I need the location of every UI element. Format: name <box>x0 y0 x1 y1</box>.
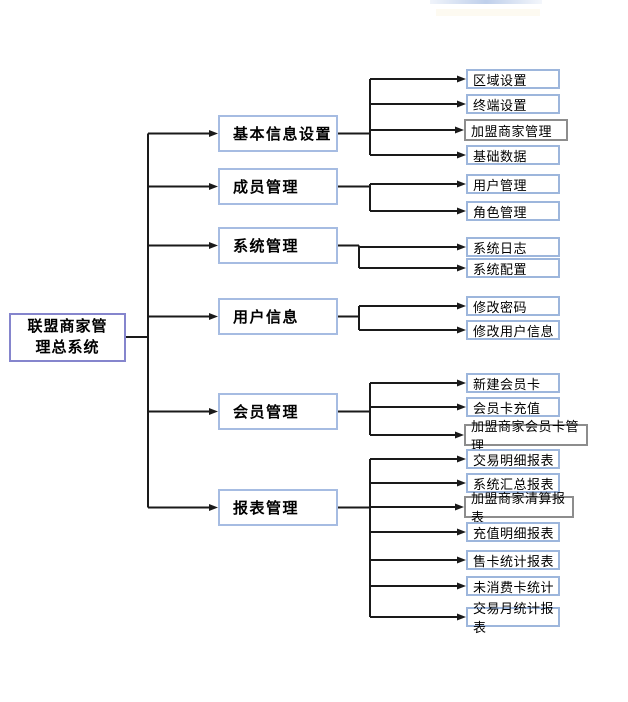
node-system-log: 系统日志 <box>466 237 560 257</box>
node-card-sales-report: 售卡统计报表 <box>466 550 560 570</box>
node-franchise-merchant-management-label: 加盟商家管理 <box>471 123 553 139</box>
node-recharge-detail-report-label: 充值明细报表 <box>473 525 555 541</box>
node-membership-management-label: 会员管理 <box>233 404 300 421</box>
node-edit-user-info-label: 修改用户信息 <box>473 323 555 339</box>
node-system-summary-report-label: 系统汇总报表 <box>473 476 555 492</box>
node-system-log-label: 系统日志 <box>473 240 528 256</box>
node-transaction-detail-report-label: 交易明细报表 <box>473 452 555 468</box>
node-system-management-label: 系统管理 <box>233 238 300 255</box>
node-basic-info-settings: 基本信息设置 <box>218 115 338 152</box>
node-system-management: 系统管理 <box>218 227 338 264</box>
node-basic-info-settings-label: 基本信息设置 <box>233 126 333 143</box>
top-edge-artifact-2 <box>436 9 540 16</box>
node-region-settings: 区域设置 <box>466 69 560 89</box>
node-member-management-label: 成员管理 <box>233 179 300 196</box>
node-transaction-detail-report: 交易明细报表 <box>466 449 560 469</box>
node-new-member-card-label: 新建会员卡 <box>473 376 541 392</box>
node-system-config-label: 系统配置 <box>473 261 528 277</box>
node-franchise-settlement-report: 加盟商家清算报表 <box>464 491 574 525</box>
node-membership-management: 会员管理 <box>218 393 338 430</box>
node-new-member-card: 新建会员卡 <box>466 373 560 393</box>
node-basic-data-label: 基础数据 <box>473 148 528 164</box>
node-terminal-settings: 终端设置 <box>466 94 560 114</box>
node-member-management: 成员管理 <box>218 168 338 205</box>
node-system-summary-report: 系统汇总报表 <box>466 473 560 493</box>
node-unconsumed-card-stats-label: 未消费卡统计 <box>473 579 555 595</box>
node-role-management-label: 角色管理 <box>473 204 528 220</box>
top-edge-artifact <box>430 0 542 4</box>
node-system-config: 系统配置 <box>466 258 560 278</box>
node-monthly-transaction-report-label: 交易月统计报表 <box>473 601 555 635</box>
node-unconsumed-card-stats: 未消费卡统计 <box>466 576 560 596</box>
node-franchise-member-card-management: 加盟商家会员卡管理 <box>464 419 588 453</box>
node-change-password: 修改密码 <box>466 296 560 316</box>
node-alliance-merchant-system: 联盟商家管 理总系统 <box>9 313 126 362</box>
node-franchise-merchant-management: 加盟商家管理 <box>464 119 568 141</box>
node-change-password-label: 修改密码 <box>473 299 528 315</box>
node-member-card-recharge: 会员卡充值 <box>466 397 560 417</box>
node-alliance-merchant-system-label: 联盟商家管 理总系统 <box>27 318 108 356</box>
node-report-management-label: 报表管理 <box>233 500 300 517</box>
node-user-info: 用户信息 <box>218 298 338 335</box>
node-card-sales-report-label: 售卡统计报表 <box>473 553 555 569</box>
node-recharge-detail-report: 充值明细报表 <box>466 522 560 542</box>
node-user-info-label: 用户信息 <box>233 309 300 326</box>
node-monthly-transaction-report: 交易月统计报表 <box>466 601 560 635</box>
node-terminal-settings-label: 终端设置 <box>473 97 528 113</box>
node-edit-user-info: 修改用户信息 <box>466 320 560 340</box>
node-franchise-settlement-report-label: 加盟商家清算报表 <box>471 491 566 525</box>
node-region-settings-label: 区域设置 <box>473 72 528 88</box>
node-report-management: 报表管理 <box>218 489 338 526</box>
node-user-management: 用户管理 <box>466 174 560 194</box>
node-user-management-label: 用户管理 <box>473 177 528 193</box>
node-member-card-recharge-label: 会员卡充值 <box>473 400 541 416</box>
node-role-management: 角色管理 <box>466 201 560 221</box>
node-basic-data: 基础数据 <box>466 145 560 165</box>
